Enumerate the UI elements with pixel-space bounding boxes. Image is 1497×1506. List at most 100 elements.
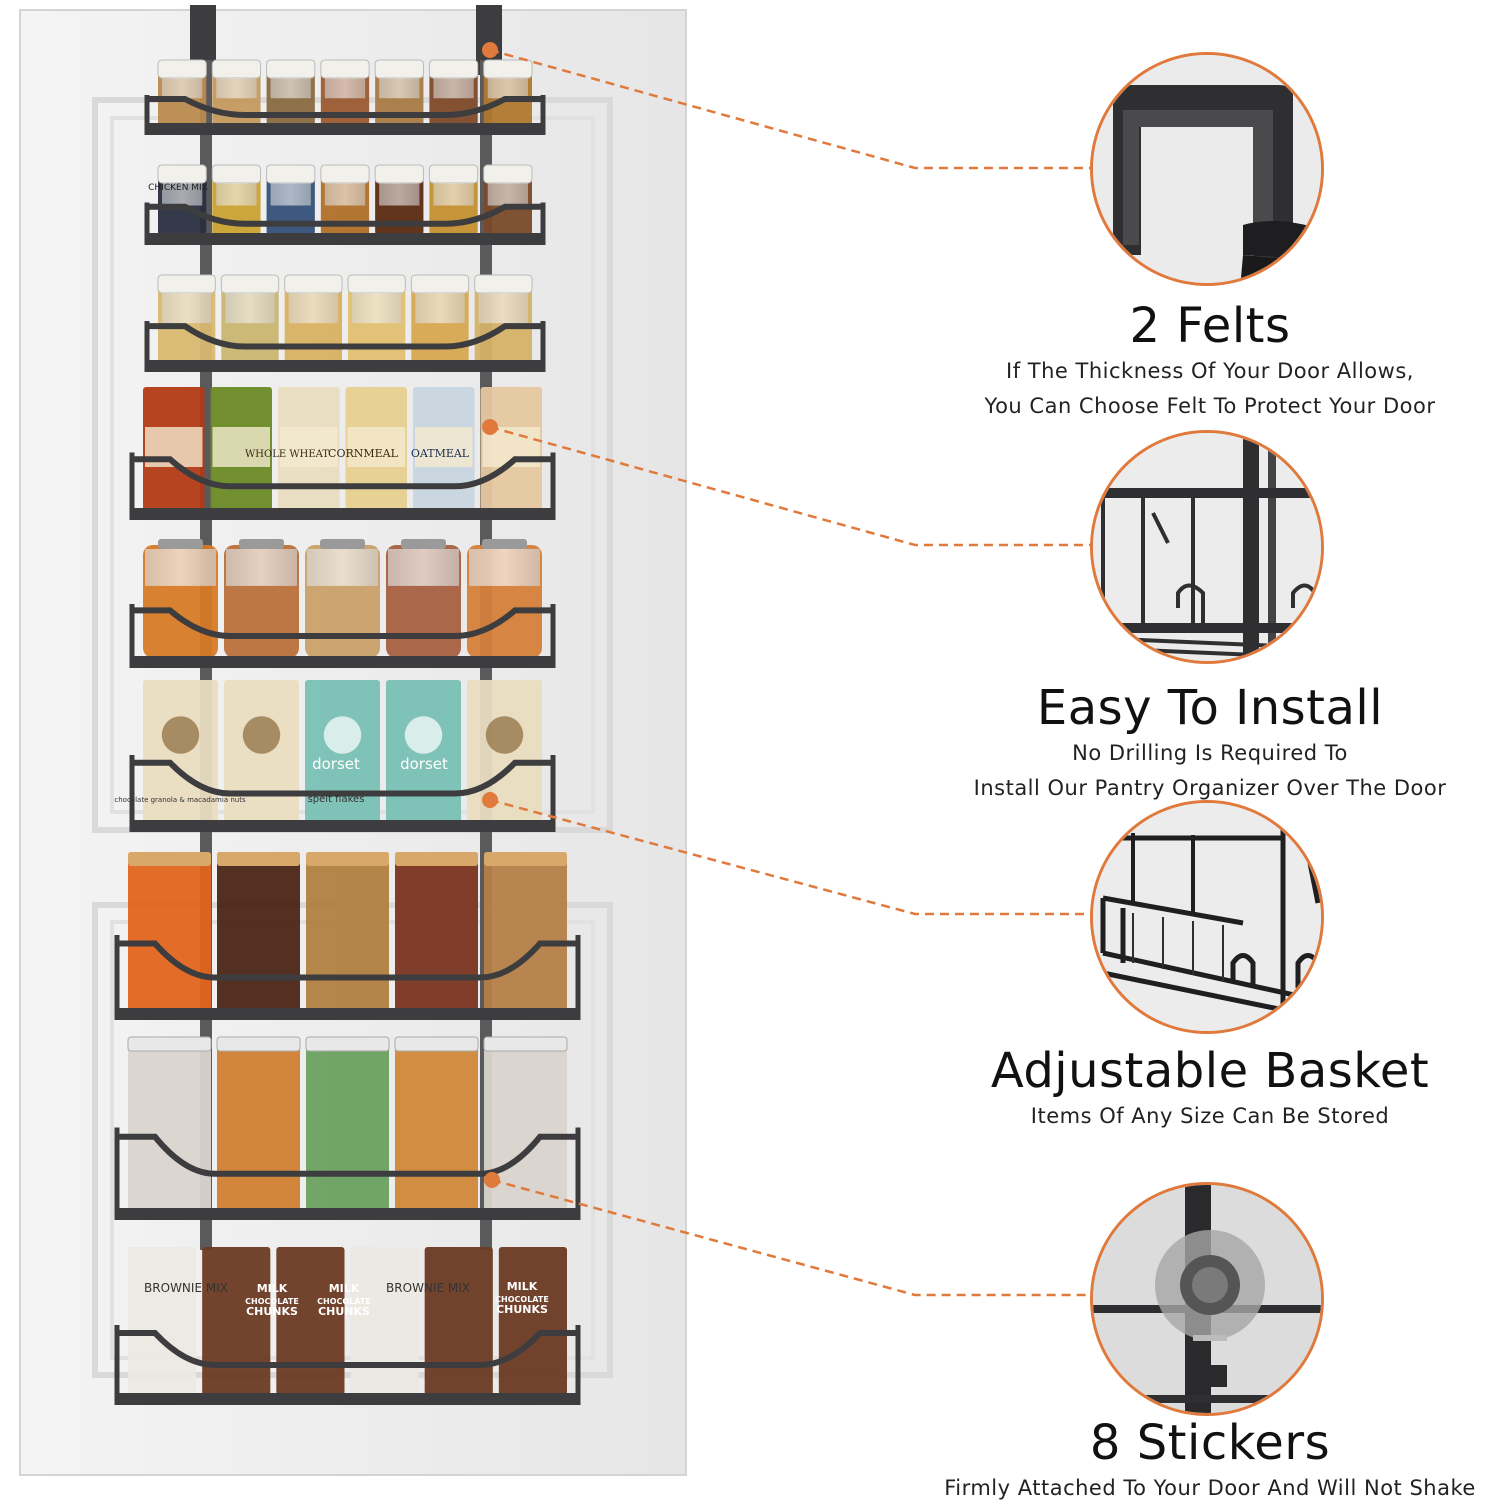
feature-title: 8 Stickers <box>1089 1415 1331 1471</box>
feature-desc-line: Firmly Attached To Your Door And Will No… <box>944 1476 1476 1500</box>
jar-lid <box>320 539 365 549</box>
shelf-item <box>128 1247 197 1395</box>
milk-label-c: MILK <box>507 1280 538 1293</box>
basket-icon <box>1093 803 1321 1031</box>
jar-glass <box>469 549 540 586</box>
shelf-item <box>395 852 478 1010</box>
shelf-base <box>145 360 545 372</box>
jar-glass <box>388 549 459 586</box>
jar-label <box>212 427 270 467</box>
shelf-item <box>424 1247 493 1395</box>
feature-desc-line: If The Thickness Of Your Door Allows, <box>1006 359 1414 383</box>
brownie-label-b: BROWNIE MIX <box>386 1281 470 1295</box>
jar-label <box>415 427 473 467</box>
shelf-front-rail <box>115 1133 580 1177</box>
felt-detail-circle <box>1090 52 1324 286</box>
jar-label-oatmeal: OATMEAL <box>411 447 470 460</box>
jar-lid <box>320 164 370 184</box>
install-detail-circle <box>1090 430 1324 664</box>
container-lid <box>394 1036 479 1052</box>
box-graphic <box>485 716 524 754</box>
canister-lid <box>395 852 478 866</box>
jar-lid <box>428 164 479 184</box>
chunks-label-a: CHUNKS <box>246 1305 298 1318</box>
shelf-front-rail <box>145 323 545 350</box>
shelf-item <box>484 852 567 1010</box>
jar-lid <box>410 274 470 294</box>
shelf-base <box>130 820 555 832</box>
jar-lid <box>374 164 424 184</box>
jar-glass <box>324 183 366 206</box>
jar-glass <box>162 293 212 324</box>
shelf-item <box>128 1037 211 1210</box>
container-lid <box>216 1036 301 1052</box>
jar-lid <box>239 539 284 549</box>
jar-lid <box>483 164 533 184</box>
shelf-item <box>217 1037 300 1210</box>
cereal-label-granola: chocolate granola & macadamia nuts <box>114 796 246 804</box>
shelf-front-rail <box>145 203 545 227</box>
jar-lid <box>284 274 343 294</box>
jar-glass <box>433 183 474 206</box>
jar-lid <box>320 59 370 79</box>
callout-dot-felt <box>482 42 498 58</box>
jar-glass <box>226 549 297 586</box>
jar-glass <box>288 293 338 324</box>
jar-label-cornmeal: CORNMEAL <box>328 447 399 460</box>
feature-desc-line: Install Our Pantry Organizer Over The Do… <box>973 776 1447 800</box>
container-lid <box>127 1036 212 1052</box>
sticker-icon <box>1093 1185 1321 1413</box>
feature-desc-line: You Can Choose Felt To Protect Your Door <box>984 394 1436 418</box>
cereal-brand-a: dorset <box>312 755 360 773</box>
cereal-label-spelt: spelt flakes <box>308 794 365 805</box>
jar-glass <box>379 183 420 206</box>
shelf-item <box>350 1247 419 1395</box>
spice-label: CHICKEN MIX <box>148 183 208 193</box>
jar-glass <box>145 549 216 586</box>
jar-glass <box>162 183 203 206</box>
jar-glass <box>225 293 275 324</box>
door-rack-illustration: CHICKEN MIX WHOLE WHEAT CORNMEAL OATMEAL… <box>19 5 687 1476</box>
jar-lid <box>401 539 446 549</box>
canister-lid <box>217 852 300 866</box>
shelf-base <box>115 1393 580 1405</box>
jar-glass <box>162 78 203 99</box>
jar-glass <box>270 78 311 99</box>
jar-glass <box>216 183 257 206</box>
shelf-base <box>115 1008 580 1020</box>
feature-install: Easy To Install No Drilling Is Required … <box>940 680 1480 806</box>
jar-lid <box>158 539 203 549</box>
jar-lid <box>266 59 316 79</box>
jar-lid <box>220 274 280 294</box>
jar-lid <box>482 539 527 549</box>
chocolate-label-a: CHOCOLATE <box>245 1297 299 1306</box>
jar-lid <box>157 164 207 184</box>
container-lid <box>305 1036 390 1052</box>
jar-lid <box>157 59 207 79</box>
chocolate-label-b: CHOCOLATE <box>317 1297 371 1306</box>
chocolate-label-c: CHOCOLATE <box>495 1295 549 1304</box>
callout-dot-sticker <box>484 1172 500 1188</box>
shelf-item <box>498 1247 567 1395</box>
jar-glass <box>433 78 474 99</box>
jar-lid <box>347 274 406 294</box>
shelf-front-rail <box>115 1330 580 1368</box>
jar-lid <box>157 274 216 294</box>
shelf-base <box>115 1208 580 1220</box>
jar-label <box>347 427 405 467</box>
brownie-label-a: BROWNIE MIX <box>144 1281 228 1295</box>
jar-glass <box>270 183 311 206</box>
feature-title: Adjustable Basket <box>990 1043 1430 1099</box>
shelf-base <box>130 656 555 668</box>
feature-title: Easy To Install <box>1036 680 1384 736</box>
milk-label-a: MILK <box>257 1282 288 1295</box>
felt-pad-icon <box>1093 55 1321 283</box>
feature-desc-line: Items Of Any Size Can Be Stored <box>1030 1104 1390 1128</box>
jar-label <box>280 427 338 467</box>
box-graphic <box>404 716 443 754</box>
feature-title: 2 Felts <box>1129 298 1291 354</box>
shelf-item <box>276 1247 345 1395</box>
jar-lid <box>211 59 262 79</box>
shelf-base <box>130 508 555 520</box>
jar-lid <box>266 164 316 184</box>
